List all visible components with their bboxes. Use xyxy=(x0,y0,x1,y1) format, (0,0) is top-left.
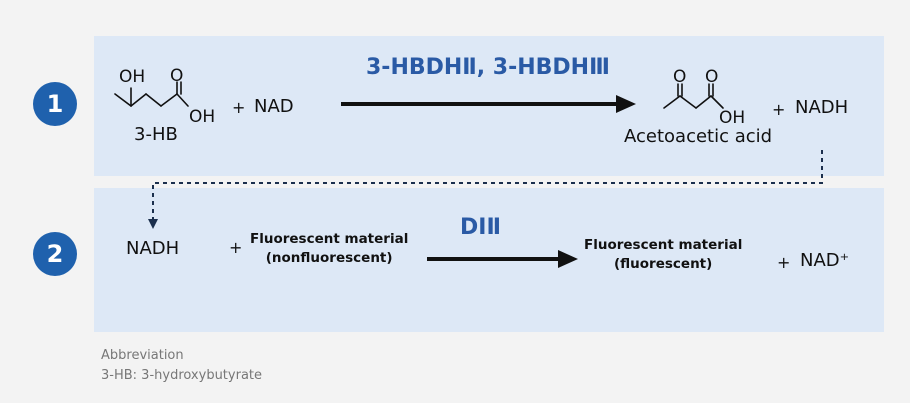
fluorescent-product: Fluorescent material (fluorescent) xyxy=(584,236,742,274)
abbreviation-entry: 3-HB: 3-hydroxybutyrate xyxy=(101,368,263,383)
substrate-line-1: Fluorescent material xyxy=(250,231,409,247)
reaction-2-plus-right: + xyxy=(777,253,791,272)
product-o-right-label: O xyxy=(705,67,718,87)
reaction-1-plus-left: + xyxy=(232,98,246,117)
abbreviation-title: Abbreviation xyxy=(101,348,184,363)
substrate-oh-right-label: OH xyxy=(189,107,215,127)
enzyme-label-1: 3-HBDHⅡ, 3-HBDHⅢ xyxy=(366,55,610,80)
product-line-2: (fluorescent) xyxy=(614,256,713,272)
substrate-oh-top-label: OH xyxy=(119,67,145,87)
reaction-1-plus-right: + xyxy=(772,100,786,119)
substrate-line-2: (nonfluorescent) xyxy=(265,250,393,266)
product-line-1: Fluorescent material xyxy=(584,237,743,253)
step-1-badge: 1 xyxy=(33,82,77,126)
nonfluorescent-substrate: Fluorescent material (nonfluorescent) xyxy=(250,230,408,268)
product-o-left-label: O xyxy=(673,67,686,87)
nadh-product-label: NADH xyxy=(795,97,849,118)
nadh-substrate-label: NADH xyxy=(126,238,180,259)
product-oh-label: OH xyxy=(719,108,745,128)
nad-plus-label: NAD⁺ xyxy=(800,250,850,271)
reaction-2-plus-left: + xyxy=(229,238,243,257)
substrate-o-top-label: O xyxy=(170,66,183,86)
abbreviation-note: Abbreviation 3-HB: 3-hydroxybutyrate xyxy=(101,346,262,386)
product-name: Acetoacetic acid xyxy=(624,126,773,147)
step-2-badge: 2 xyxy=(33,232,77,276)
substrate-name: 3-HB xyxy=(134,124,178,145)
enzyme-label-2: DIⅡ xyxy=(460,215,501,240)
nad-label: NAD xyxy=(254,96,294,117)
